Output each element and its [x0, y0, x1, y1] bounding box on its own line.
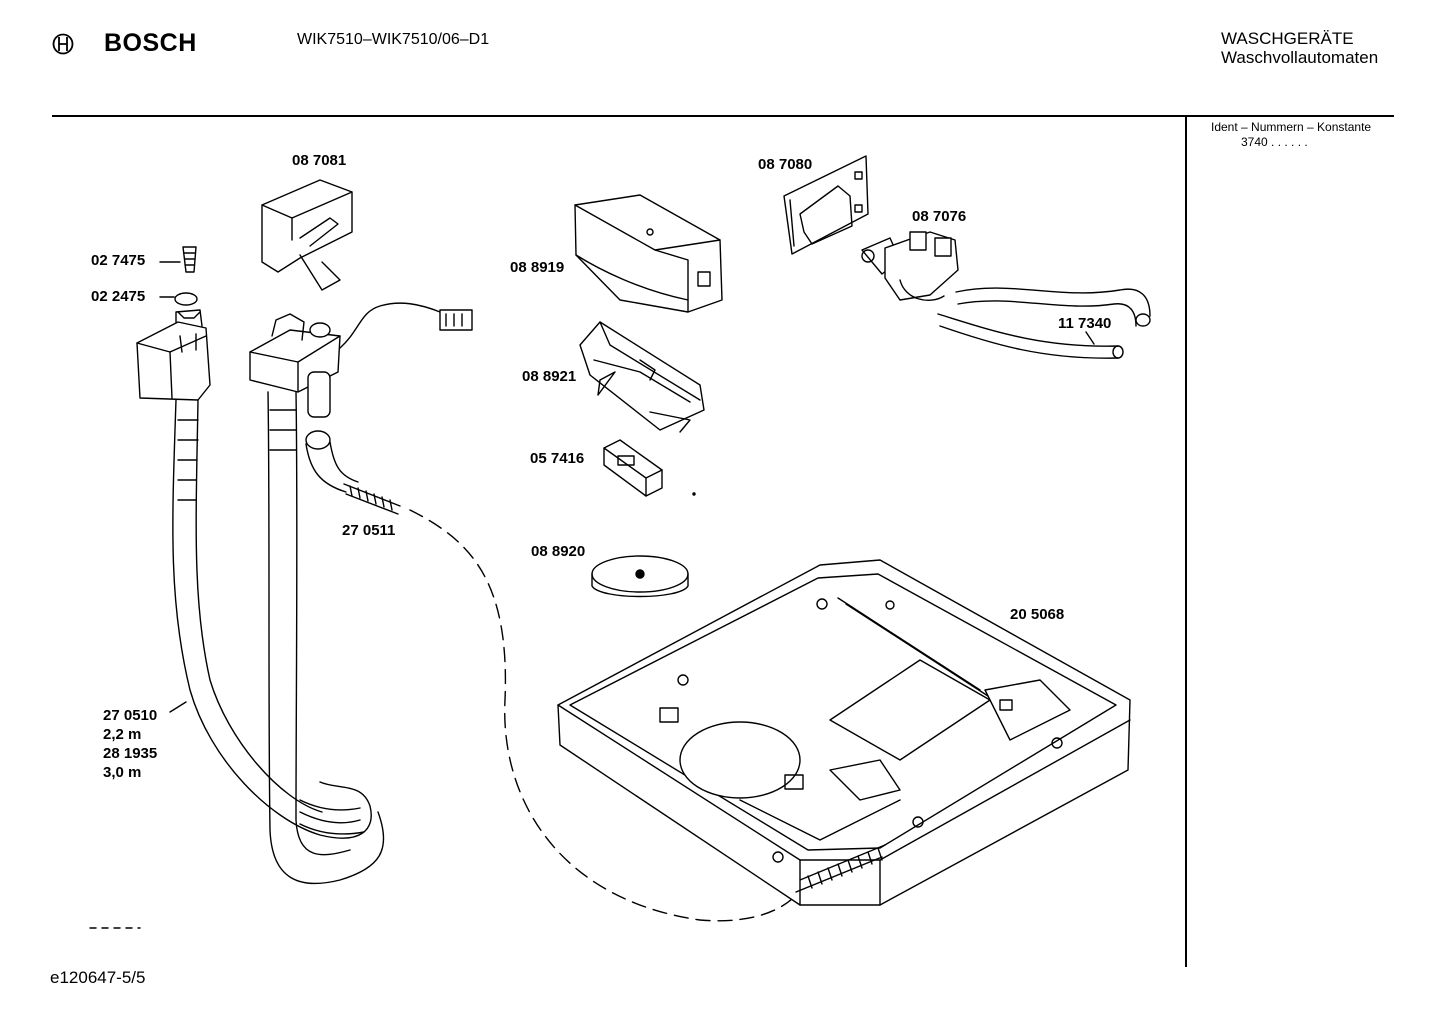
label-hose-line1: 27 0510 [103, 707, 158, 724]
part-087076-valve [861, 231, 959, 301]
label-027475: 02 7475 [91, 252, 146, 269]
part-205068-baseplate [557, 559, 1131, 906]
bosch-logo-icon [52, 33, 74, 55]
header-divider [52, 115, 1394, 117]
label-205068: 20 5068 [1010, 606, 1065, 623]
model-number: WIK7510–WIK7510/06–D1 [297, 31, 490, 48]
aquastop-housing [136, 309, 211, 401]
label-087080: 08 7080 [758, 156, 813, 173]
document-id: e120647-5/5 [50, 968, 146, 987]
label-057416: 05 7416 [530, 450, 585, 467]
label-088919: 08 8919 [510, 259, 565, 276]
part-087081-cover [261, 179, 353, 291]
part-088921-bracket [579, 321, 705, 433]
part-117340-hoses [937, 287, 1151, 359]
ident-heading: Ident – Nummern – Konstante [1211, 120, 1372, 134]
part-087080-plate [783, 155, 869, 255]
part-022475-seal [174, 292, 198, 306]
ident-value: 3740 . . . . . . [1241, 135, 1308, 149]
part-057416-switch [603, 439, 696, 497]
label-hose-line3: 28 1935 [103, 745, 158, 762]
part-270511-drain [305, 430, 401, 515]
part-088920-disc [591, 555, 689, 598]
category-title: WASCHGERÄTE [1221, 29, 1354, 48]
category-subtitle: Waschvollautomaten [1221, 48, 1379, 67]
label-hose-line4: 3,0 m [103, 764, 142, 781]
part-088919-lid [574, 194, 723, 313]
label-hose-line2: 2,2 m [103, 726, 142, 743]
sidebar-divider [1185, 117, 1187, 967]
label-088921: 08 8921 [522, 368, 577, 385]
label-270511: 27 0511 [342, 522, 396, 539]
label-117340: 11 7340 [1058, 315, 1112, 332]
inlet-hose-270510 [172, 391, 385, 885]
label-087076: 08 7076 [912, 208, 967, 225]
part-027475-filter [159, 246, 197, 273]
brand-name: BOSCH [104, 29, 197, 57]
label-088920: 08 8920 [531, 543, 586, 560]
label-022475: 02 2475 [91, 288, 146, 305]
label-087081: 08 7081 [292, 152, 347, 169]
safety-valve-block [249, 302, 473, 418]
